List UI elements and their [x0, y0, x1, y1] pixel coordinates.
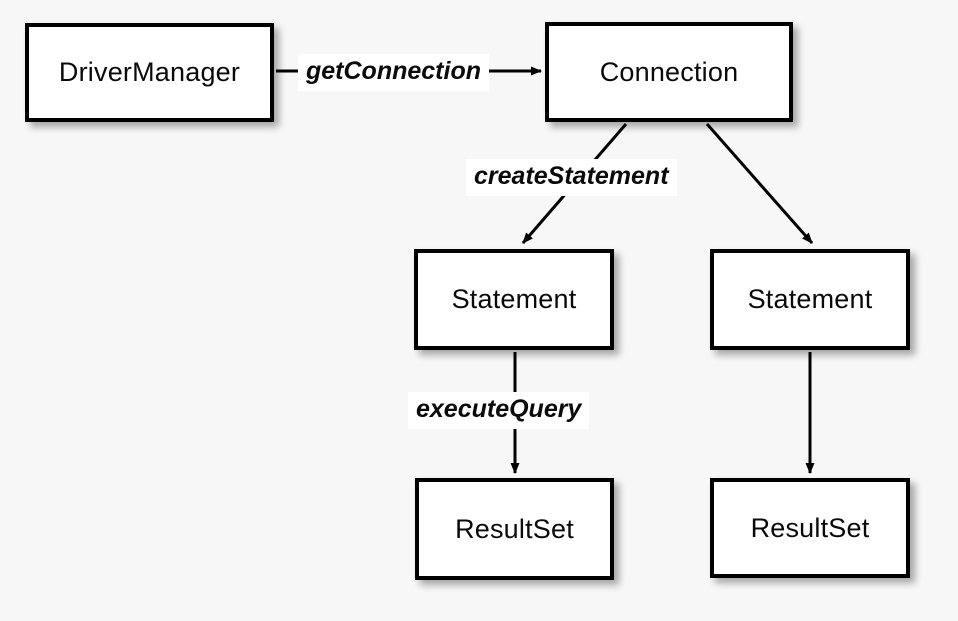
edge-label-getconnection: getConnection: [298, 54, 489, 92]
node-resultset-left[interactable]: ResultSet: [415, 478, 614, 580]
edge-createstatement-2-line: [705, 123, 814, 244]
node-drivermanager[interactable]: DriverManager: [25, 23, 274, 122]
node-connection[interactable]: Connection: [545, 22, 793, 122]
node-drivermanager-label: DriverManager: [58, 57, 241, 87]
node-statement-left[interactable]: Statement: [414, 249, 614, 350]
node-resultset-right[interactable]: ResultSet: [710, 478, 910, 578]
node-resultset-left-label: ResultSet: [455, 513, 574, 544]
node-statement-right[interactable]: Statement: [710, 249, 910, 350]
node-statement-right-label: Statement: [747, 284, 873, 314]
node-statement-left-label: Statement: [451, 284, 577, 314]
node-connection-label: Connection: [599, 56, 739, 87]
edge-label-executequery: executeQuery: [408, 392, 590, 430]
edge-label-createstatement: createStatement: [466, 159, 677, 197]
node-resultset-right-label: ResultSet: [750, 512, 870, 543]
